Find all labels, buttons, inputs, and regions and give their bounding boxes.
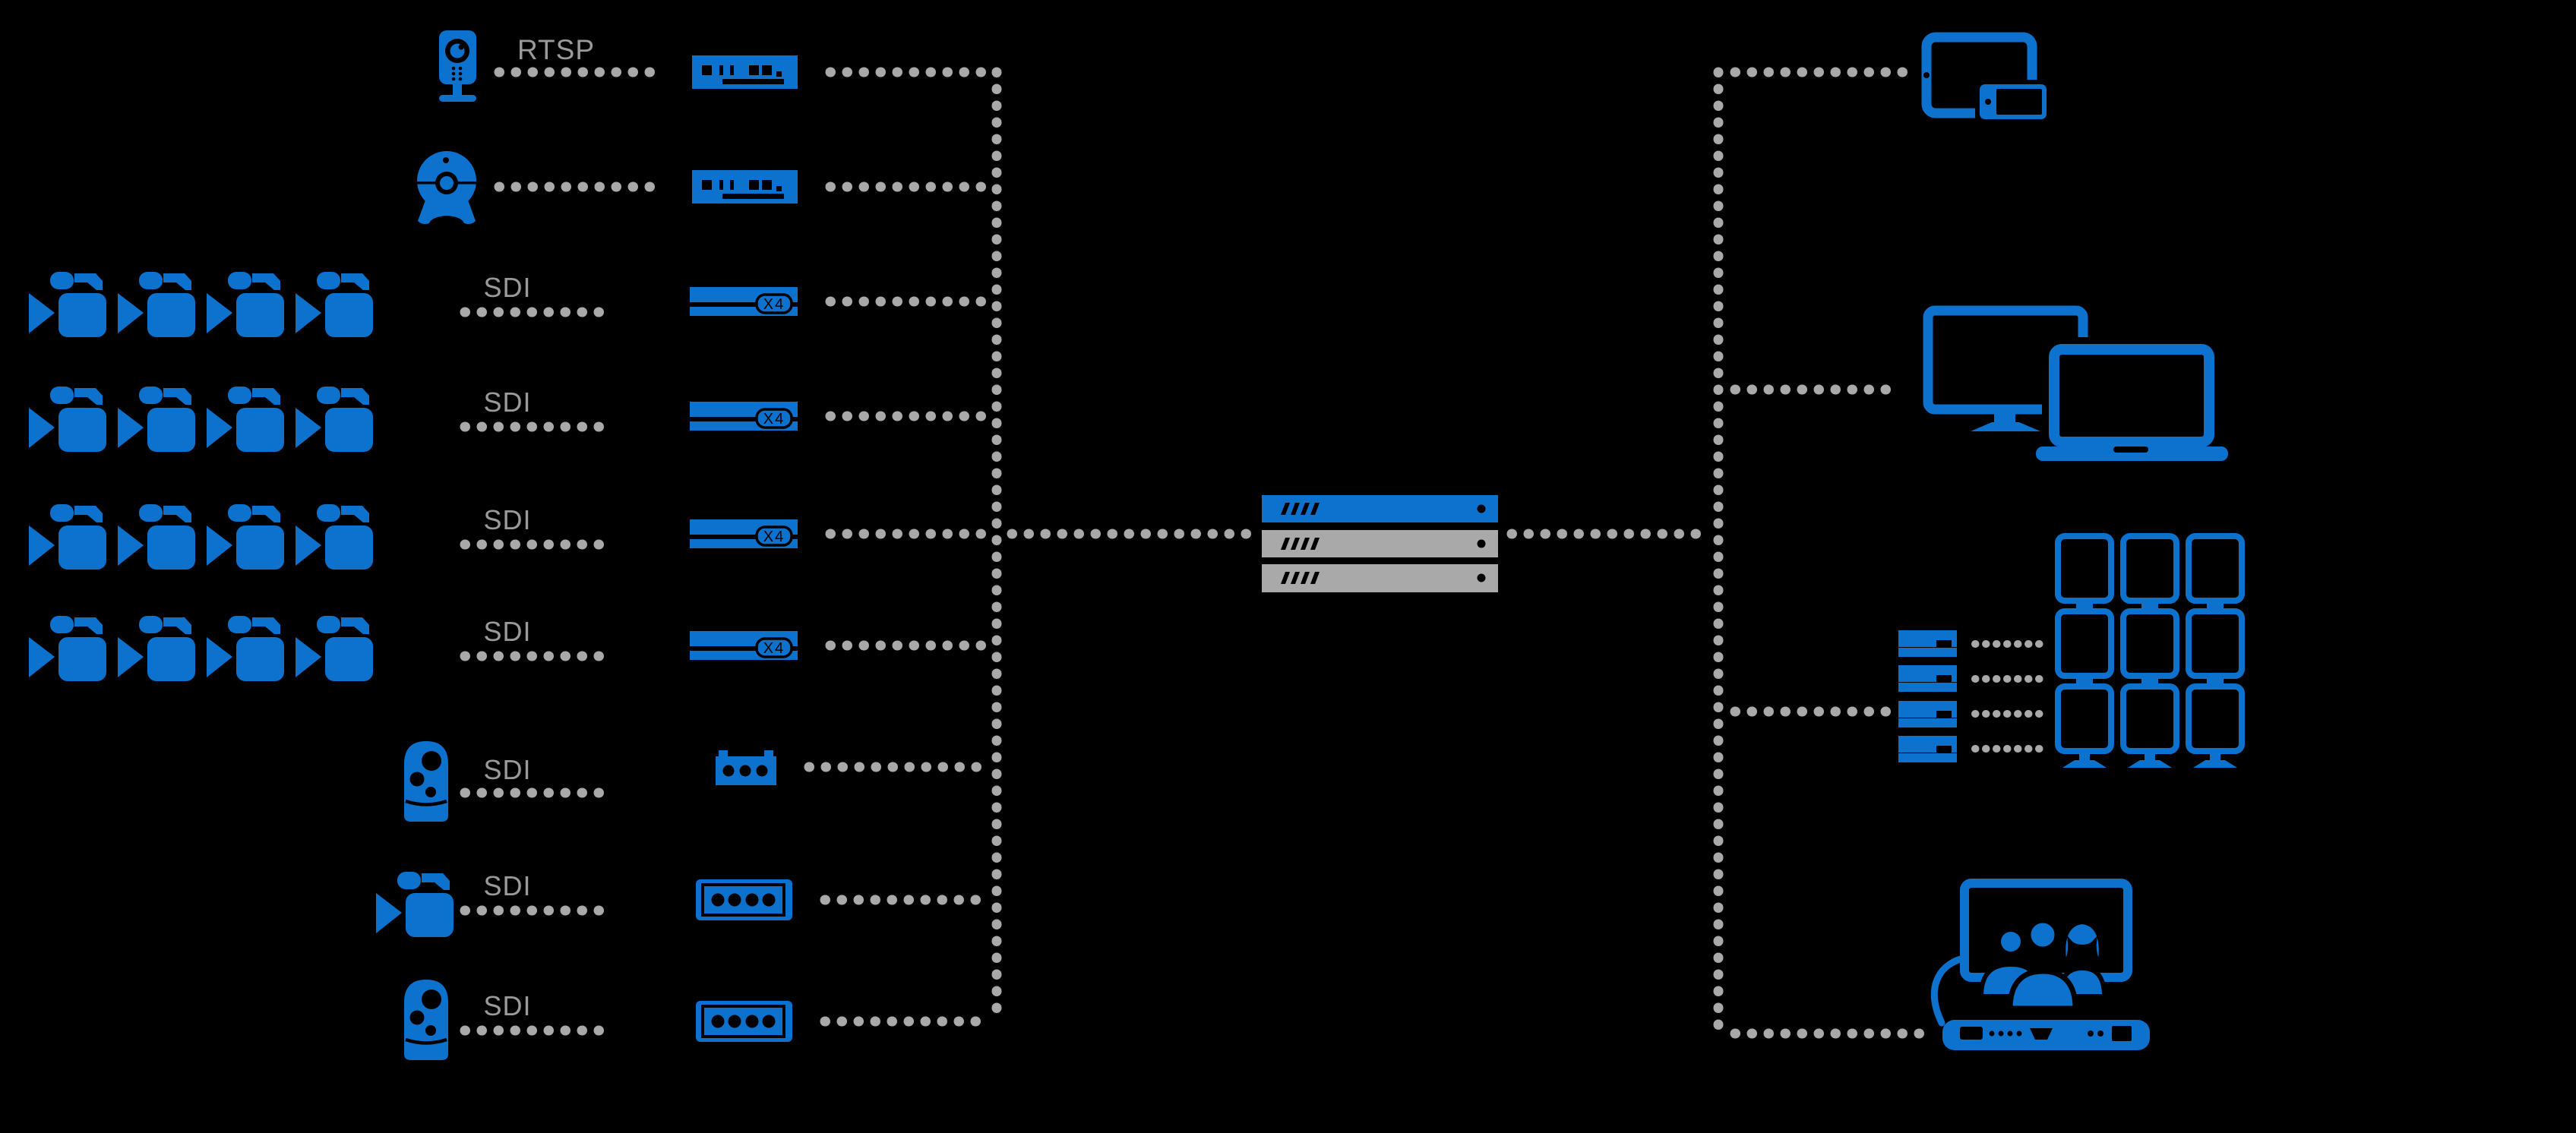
source-row-sdi-group-3: SDI [29, 504, 991, 570]
video-camera-icon [118, 616, 195, 681]
source-row-ip-camera: RTSP [439, 30, 991, 102]
ptz-camera-icon [404, 741, 448, 822]
video-camera-icon [29, 504, 106, 570]
sdi-label: SDI [483, 754, 531, 785]
ip-camera-icon [439, 30, 476, 102]
rtsp-label: RTSP [517, 34, 595, 65]
video-camera-icon [376, 872, 454, 937]
source-row-camcorder: SDI [376, 870, 991, 937]
mini-encoder-icon [716, 750, 776, 785]
video-wall-icon [2058, 536, 2242, 768]
output-mobile-devices [1730, 32, 2051, 124]
video-camera-icon [207, 504, 284, 570]
video-camera-icon [296, 272, 373, 337]
source-row-ptz-2: SDI [404, 980, 991, 1060]
video-camera-icon [29, 272, 106, 337]
encoder-x4-icon [688, 286, 799, 317]
video-camera-icon [296, 504, 373, 570]
video-camera-icon [296, 387, 373, 452]
tablet-phone-icon [1921, 32, 2051, 124]
mini-encoder-icon [694, 878, 794, 922]
sdi-label: SDI [483, 870, 531, 901]
output-desktop-laptop [1730, 305, 2228, 461]
video-camera-icon [296, 616, 373, 681]
source-row-sdi-group-1: SDI [29, 272, 991, 337]
video-camera-icon [207, 272, 284, 337]
source-row-ptz-1: SDI [404, 741, 991, 822]
video-camera-icon [118, 504, 195, 570]
streaming-server-stack-icon [1262, 495, 1498, 592]
sdi-label: SDI [483, 387, 531, 418]
video-camera-icon [207, 616, 284, 681]
video-conference-icon [1930, 879, 2150, 1050]
output-videowall [1730, 536, 2242, 768]
streaming-encoder-icon [692, 55, 798, 89]
encoder-x4-icon [688, 518, 799, 550]
encoder-x4-icon [688, 630, 799, 661]
encoder-x4-icon [688, 400, 799, 432]
source-row-webcam [417, 151, 991, 224]
video-camera-icon [207, 387, 284, 452]
ptz-camera-icon [404, 980, 448, 1060]
video-camera-icon [118, 387, 195, 452]
decoder-server-stack-icon [1898, 630, 1957, 762]
video-camera-icon [29, 387, 106, 452]
video-camera-icon [118, 272, 195, 337]
sdi-label: SDI [483, 272, 531, 303]
output-video-conference [1730, 879, 2150, 1050]
monitor-laptop-icon [1923, 305, 2228, 461]
mini-encoder-icon [694, 999, 794, 1043]
video-camera-icon [29, 616, 106, 681]
sdi-label: SDI [483, 504, 531, 535]
sdi-label: SDI [483, 990, 531, 1021]
webcam-icon [417, 151, 476, 224]
streaming-encoder-icon [692, 170, 798, 204]
source-row-sdi-group-2: SDI [29, 387, 991, 452]
sdi-label: SDI [483, 616, 531, 647]
source-row-sdi-group-4: SDI [29, 616, 991, 681]
